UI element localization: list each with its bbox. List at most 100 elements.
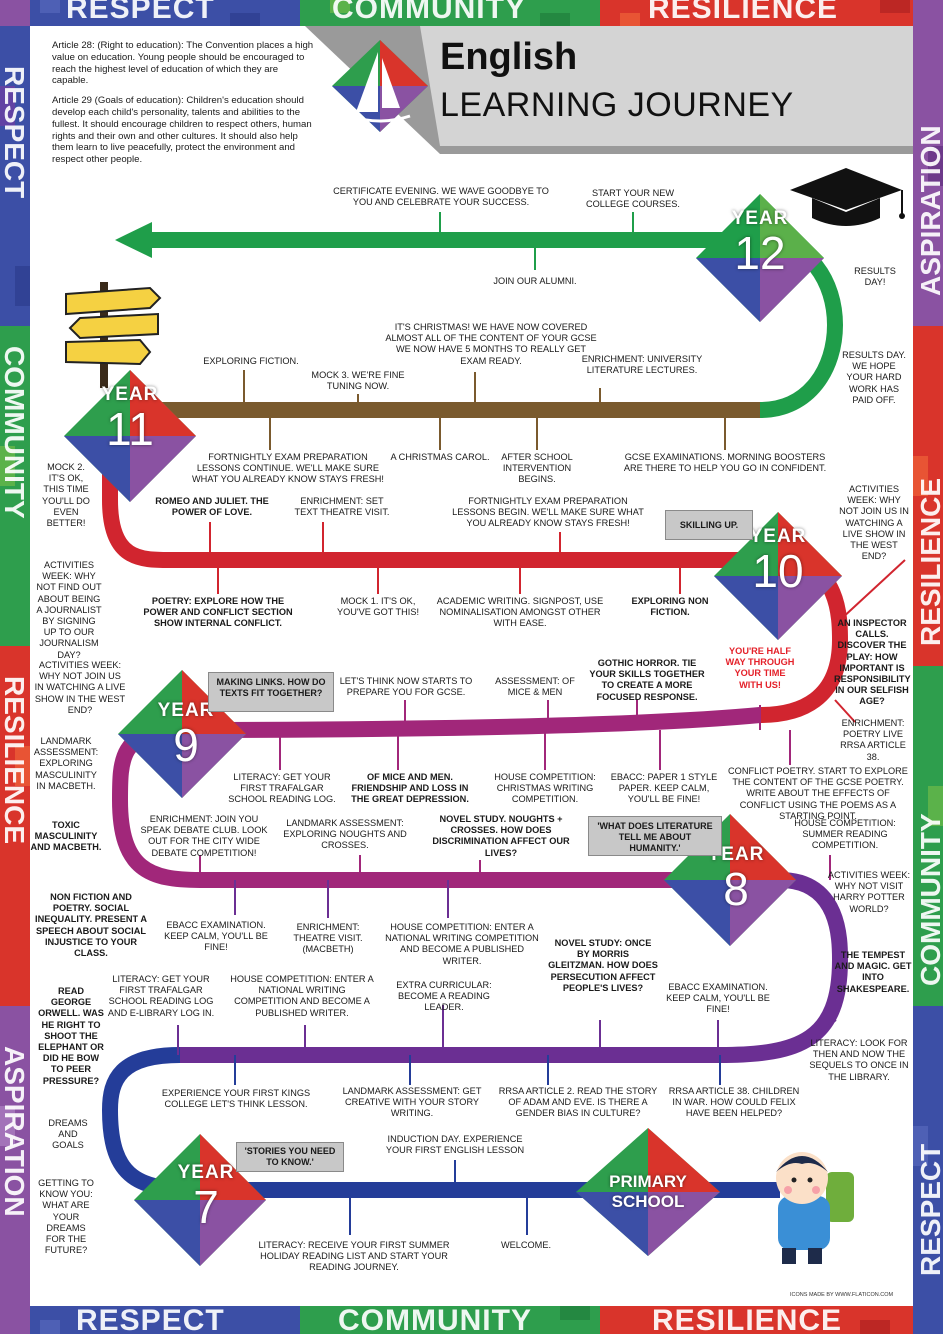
milestone-after-school-intervention: AFTER SCHOOL INTERVENTION BEGINS. bbox=[501, 452, 573, 485]
border-word-community-bottom: COMMUNITY bbox=[338, 1306, 532, 1334]
milestone-fortnightly-begin: FORTNIGHTLY EXAM PREPARATION LESSONS BEG… bbox=[452, 496, 644, 529]
road-arrow-head bbox=[115, 222, 152, 258]
milestone-romeo-juliet: ROMEO AND JULIET. THE POWER OF LOVE. bbox=[155, 496, 269, 518]
milestone-george-orwell: READ GEORGE ORWELL. WAS HE RIGHT TO SHOO… bbox=[38, 986, 104, 1086]
milestone-join-alumni: JOIN OUR ALUMNI. bbox=[493, 276, 577, 286]
milestone-ebacc-exam-y8a: EBACC EXAMINATION. KEEP CALM, YOU'LL BE … bbox=[164, 920, 268, 953]
milestone-poetry-live: ENRICHMENT: POETRY LIVE RRSA ARTICLE 38. bbox=[840, 718, 906, 762]
milestone-induction-day: INDUCTION DAY. EXPERIENCE YOUR FIRST ENG… bbox=[385, 1134, 525, 1156]
primary-school-badge bbox=[576, 1128, 720, 1256]
milestone-summer-reading-list: LITERACY: RECEIVE YOUR FIRST SUMMER HOLI… bbox=[258, 1240, 450, 1273]
milestone-getting-to-know-you: GETTING TO KNOW YOU: WHAT ARE YOUR DREAM… bbox=[38, 1178, 94, 1256]
stories-you-need-badge: 'STORIES YOU NEED TO KNOW.' bbox=[236, 1142, 344, 1172]
milestone-exploring-non-fiction: EXPLORING NON FICTION. bbox=[631, 596, 709, 618]
halfway-message: YOU'RE HALF WAY THROUGH YOUR TIME WITH U… bbox=[725, 646, 795, 690]
year-11-number: 11 bbox=[106, 403, 154, 455]
year-12-badge bbox=[696, 194, 824, 322]
border-word-community: COMMUNITY bbox=[332, 0, 526, 25]
year-7-number: 7 bbox=[193, 1181, 219, 1233]
milestone-journalism-day: ACTIVITIES WEEK: WHY NOT FIND OUT ABOUT … bbox=[36, 560, 102, 660]
milestone-theatre-macbeth: ENRICHMENT: THEATRE VISIT. (MACBETH) bbox=[293, 922, 363, 955]
milestone-noughts-crosses: NOVEL STUDY. NOUGHTS + CROSSES. HOW DOES… bbox=[432, 814, 570, 858]
year-7-badge bbox=[134, 1134, 266, 1266]
making-links-badge: MAKING LINKS. HOW DO TEXTS FIT TOGETHER? bbox=[208, 672, 334, 712]
year-10-number: 10 bbox=[752, 545, 804, 597]
primary-school-line1: PRIMARY bbox=[609, 1172, 687, 1191]
year-10-word: YEAR bbox=[749, 526, 807, 547]
road-year-11 bbox=[97, 402, 760, 451]
milestone-landmark-noughts: LANDMARK ASSESSMENT: EXPLORING NOUGHTS A… bbox=[283, 818, 407, 851]
page-subtitle: LEARNING JOURNEY bbox=[440, 86, 794, 124]
milestone-welcome: WELCOME. bbox=[500, 1240, 552, 1250]
milestone-assessment-mice-men: ASSESSMENT: OF MICE & MEN bbox=[495, 676, 575, 698]
milestone-lets-think-gcse: LET'S THINK NOW STARTS TO PREPARE YOU FO… bbox=[339, 676, 473, 698]
milestone-harry-potter: ACTIVITIES WEEK: WHY NOT VISIT HARRY POT… bbox=[827, 870, 911, 914]
milestone-landmark-masculinity: LANDMARK ASSESSMENT: EXPLORING MASCULINI… bbox=[33, 736, 99, 791]
ticks-year-11 bbox=[243, 370, 726, 450]
literature-humanity-badge: 'WHAT DOES LITERATURE TELL ME ABOUT HUMA… bbox=[588, 816, 722, 856]
year-7-label: YEAR 7 bbox=[168, 1162, 244, 1230]
milestone-mock-3: MOCK 3. WE'RE FINE TUNING NOW. bbox=[311, 370, 405, 392]
border-bottom-pattern bbox=[0, 1306, 943, 1334]
title-band-light bbox=[420, 26, 913, 146]
year-9-word: YEAR bbox=[157, 700, 215, 721]
year-11-badge bbox=[64, 370, 196, 502]
year-10-badge bbox=[714, 512, 842, 640]
milestone-gcse-examinations: GCSE EXAMINATIONS. MORNING BOOSTERS ARE … bbox=[623, 452, 827, 474]
milestone-summer-reading: HOUSE COMPETITION: SUMMER READING COMPET… bbox=[794, 818, 896, 851]
milestone-exploring-fiction: EXPLORING FICTION. bbox=[203, 356, 299, 366]
milestone-fortnightly-continue: FORTNIGHTLY EXAM PREPARATION LESSONS CON… bbox=[192, 452, 384, 485]
road-year-8 bbox=[180, 872, 849, 1063]
sailboat-logo-icon bbox=[332, 40, 428, 132]
year-12-word: YEAR bbox=[731, 208, 789, 229]
border-top-pattern bbox=[0, 0, 943, 26]
milestone-start-college: START YOUR NEW COLLEGE COURSES. bbox=[586, 188, 680, 210]
student-with-backpack-icon bbox=[776, 1152, 854, 1264]
ticks-year-8 bbox=[177, 880, 837, 1055]
milestone-ebacc-exam-y8b: EBACC EXAMINATION. KEEP CALM, YOU'LL BE … bbox=[666, 982, 770, 1015]
milestone-results-day-2: RESULTS DAY. WE HOPE YOUR HARD WORK HAS … bbox=[842, 350, 906, 405]
border-right-pattern bbox=[913, 26, 943, 1306]
article-29-text: Article 29 (Goals of education): Childre… bbox=[52, 95, 312, 166]
primary-school-line2: SCHOOL bbox=[611, 1192, 685, 1211]
border-left-pattern bbox=[0, 26, 30, 1306]
year-9-label: YEAR 9 bbox=[148, 700, 224, 768]
milestone-university-lectures: ENRICHMENT: UNIVERSITY LITERATURE LECTUR… bbox=[581, 354, 703, 376]
milestone-ebacc-paper-1: EBACC: PAPER 1 STYLE PAPER. KEEP CALM, Y… bbox=[610, 772, 718, 805]
border-left: RESPECT COMMUNITY RESILIENCE ASPIRATION bbox=[0, 26, 30, 1306]
milestone-christmas-carol: A CHRISTMAS CAROL. bbox=[390, 452, 490, 462]
border-right: ASPIRATION RESILIENCE COMMUNITY RESPECT bbox=[913, 26, 943, 1306]
page-title: English bbox=[440, 36, 578, 78]
milestone-conflict-poetry: CONFLICT POETRY. START TO EXPLORE THE CO… bbox=[728, 766, 908, 821]
milestone-creative-writing: LANDMARK ASSESSMENT: GET CREATIVE WITH Y… bbox=[342, 1086, 482, 1119]
milestone-academic-writing: ACADEMIC WRITING. SIGNPOST, USE NOMINALI… bbox=[436, 596, 604, 629]
milestone-inspector-calls: AN INSPECTOR CALLS. DISCOVER THE PLAY: H… bbox=[834, 618, 911, 707]
milestone-set-text-visit: ENRICHMENT: SET TEXT THEATRE VISIT. bbox=[294, 496, 390, 518]
year-10-label: YEAR 10 bbox=[740, 526, 816, 594]
milestone-kings-college: EXPERIENCE YOUR FIRST KINGS COLLEGE LET'… bbox=[161, 1088, 311, 1110]
year-12-number: 12 bbox=[734, 227, 786, 279]
milestone-dreams-goals: DREAMS AND GOALS bbox=[48, 1118, 88, 1151]
milestone-reading-leader: EXTRA CURRICULAR: BECOME A READING LEADE… bbox=[396, 980, 492, 1013]
milestone-once-gleitzman: NOVEL STUDY: ONCE BY MORRIS GLEITZMAN. H… bbox=[548, 938, 658, 993]
milestone-mock-1: MOCK 1. IT'S OK, YOU'VE GOT THIS! bbox=[336, 596, 420, 618]
border-word-resilience: RESILIENCE bbox=[648, 0, 839, 25]
milestone-christmas-covered: IT'S CHRISTMAS! WE HAVE NOW COVERED ALMO… bbox=[385, 322, 597, 366]
milestone-results-day-1: RESULTS DAY! bbox=[854, 266, 896, 288]
milestone-the-tempest: THE TEMPEST AND MAGIC. GET INTO SHAKESPE… bbox=[834, 950, 912, 994]
milestone-trafalgar-reading-log: LITERACY: GET YOUR FIRST TRAFALGAR SCHOO… bbox=[107, 974, 215, 1018]
milestone-social-inequality: NON FICTION AND POETRY. SOCIAL INEQUALIT… bbox=[35, 892, 147, 959]
milestone-then-and-now: LITERACY: LOOK FOR THEN AND NOW THE SEQU… bbox=[809, 1038, 909, 1082]
year-8-number: 8 bbox=[723, 863, 749, 915]
ticks-year-9 bbox=[199, 700, 831, 880]
ticks-year-7 bbox=[234, 1055, 721, 1235]
milestone-toxic-masculinity: TOXIC MASCULINITY AND MACBETH. bbox=[30, 820, 102, 853]
icon-credit: ICONS MADE BY WWW.FLATICON.COM bbox=[790, 1292, 894, 1298]
skilling-up-badge: SKILLING UP. bbox=[665, 510, 753, 540]
border-word-resilience-bottom: RESILIENCE bbox=[652, 1306, 843, 1334]
year-9-number: 9 bbox=[173, 719, 199, 771]
milestone-certificate-evening: CERTIFICATE EVENING. WE WAVE GOODBYE TO … bbox=[333, 186, 549, 208]
border-bottom: RESPECT COMMUNITY RESILIENCE bbox=[0, 1306, 943, 1334]
signpost-icon bbox=[65, 282, 162, 388]
